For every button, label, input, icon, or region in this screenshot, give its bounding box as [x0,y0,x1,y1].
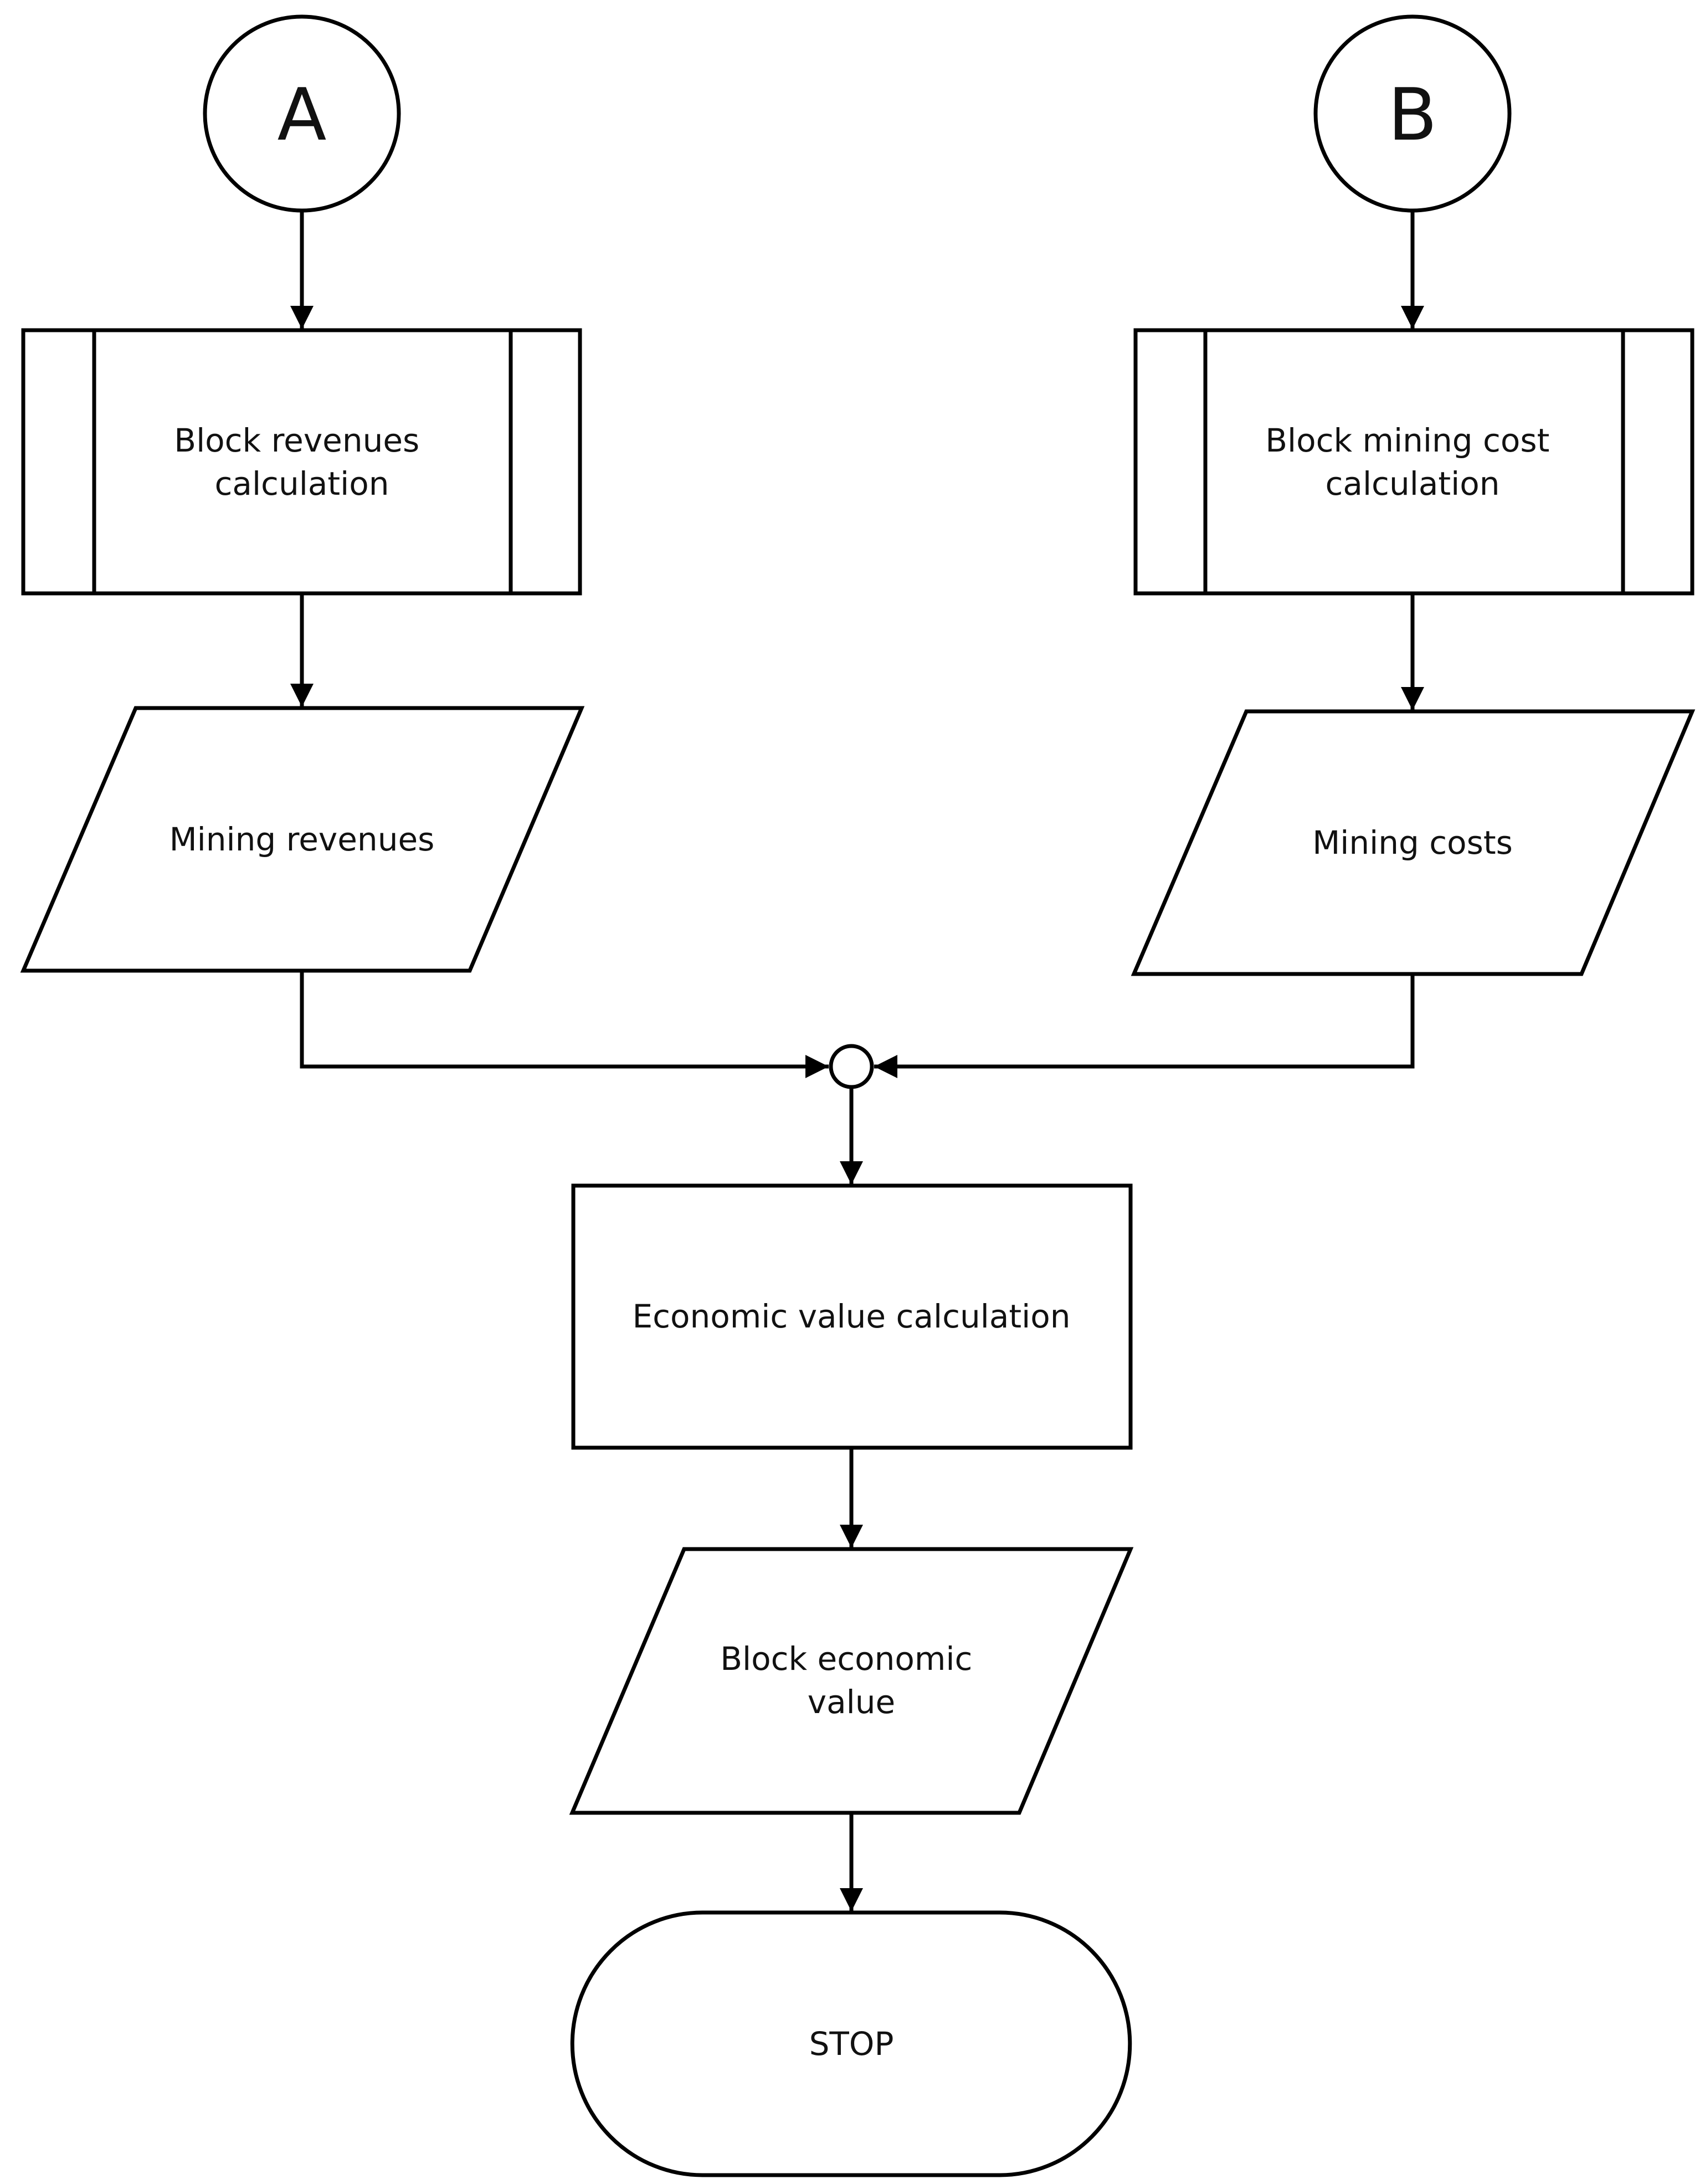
economic-value-label: Economic value calculation [632,1298,1070,1335]
block-revenues-line-1: Block revenues [174,422,419,459]
connector-b-label: B [1388,73,1437,157]
block-revenues-process: Block revenues calculation [21,328,582,596]
mining-revenues-parallelogram [20,706,585,973]
block-revenues-line-2: calculation [215,465,389,503]
block-economic-value-label: Block economic value [720,1640,983,1721]
block-economic-value-data: Block economic value [569,1547,1134,1815]
edge-mining-costs-to-junction [874,974,1415,1078]
block-mining-cost-line-1: Block mining cost [1265,422,1549,459]
stop-terminator: STOP [570,1910,1132,2177]
block-economic-value-parallelogram [569,1547,1134,1815]
mining-costs-parallelogram [1131,709,1696,976]
edge-mining-revenues-to-junction [300,971,829,1078]
connector-a-label: A [278,73,327,157]
mining-revenues-data: Mining revenues [20,706,585,973]
block-revenues-label: Block revenues calculation [174,422,429,503]
mining-costs-data: Mining costs [1131,709,1696,976]
mining-costs-label: Mining costs [1312,824,1513,862]
block-mining-cost-box [1133,328,1694,596]
stop-terminator-shape [570,1910,1132,2177]
economic-value-process: Economic value calculation [571,1183,1133,1450]
block-mining-cost-process: Block mining cost calculation [1133,328,1694,596]
merge-junction [829,1044,874,1089]
block-economic-value-line-1: Block economic [720,1640,972,1678]
stop-label: STOP [809,2025,894,2063]
block-economic-value-line-2: value [808,1683,895,1721]
block-revenues-box [21,328,582,596]
block-mining-cost-line-2: calculation [1326,465,1500,503]
mining-revenues-label: Mining revenues [170,821,435,858]
connector-b: B [1313,14,1512,213]
block-mining-cost-label: Block mining cost calculation [1265,422,1560,503]
connector-a: A [203,14,401,213]
